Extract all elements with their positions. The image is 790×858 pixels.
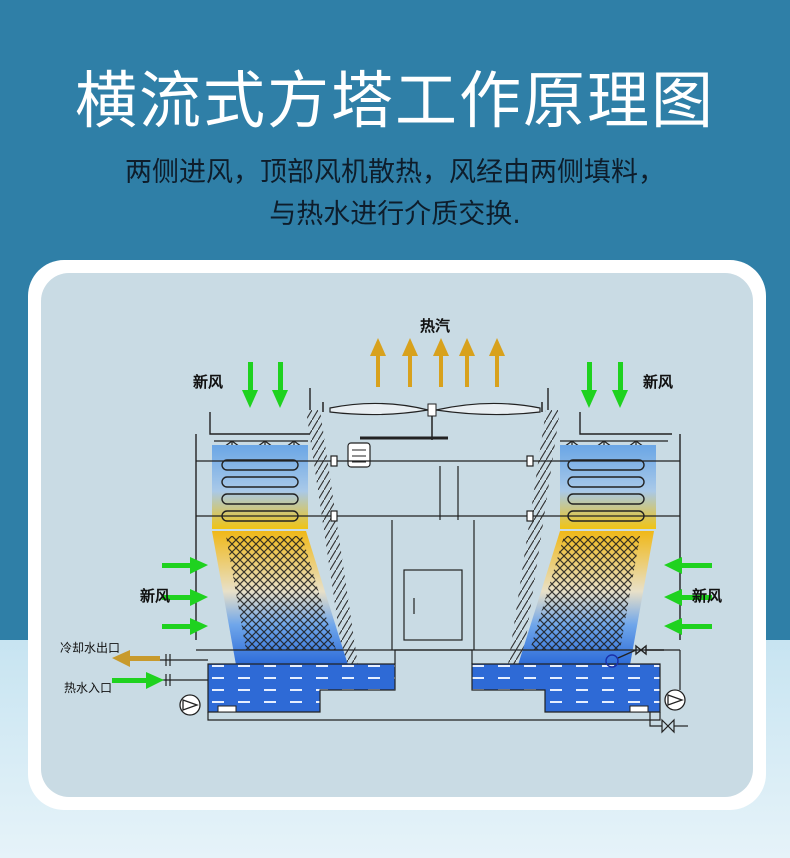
right-basin — [471, 663, 661, 713]
drain-valve — [649, 712, 688, 734]
fresh-air-side-arrows — [162, 557, 712, 635]
tower-frame — [195, 388, 681, 640]
basin-frame — [196, 649, 680, 721]
pump-left — [179, 694, 201, 716]
cooling-water-outlet-arrow — [112, 650, 160, 667]
right-fill-media — [530, 536, 640, 650]
inlet-outlet-pipes — [160, 650, 681, 690]
subtitle-line-2: 与热水进行介质交换. — [269, 199, 521, 230]
cooling-water-outlet-label: 冷却水出口 — [60, 641, 120, 655]
right-inner-wall — [508, 410, 560, 665]
page-title: 横流式方塔工作原理图 — [74, 64, 715, 137]
basin-drains — [217, 705, 649, 713]
hot-steam-label: 热汽 — [420, 317, 450, 335]
left-fill-media — [226, 536, 336, 650]
fresh-air-label-side-right: 新风 — [692, 587, 722, 605]
left-basin — [207, 663, 396, 713]
fan — [322, 402, 543, 468]
left-inner-wall — [306, 410, 358, 665]
pump-right — [664, 689, 686, 711]
subtitle-line-1: 两侧进风，顶部风机散热，风经由两侧填料， — [125, 157, 665, 188]
fresh-air-label-top-right: 新风 — [643, 373, 673, 391]
fresh-air-top-arrows — [242, 362, 628, 408]
fresh-air-label-side-left: 新风 — [140, 587, 170, 605]
pipe-flanges — [330, 455, 534, 522]
hot-water-inlet-arrow — [112, 672, 164, 689]
control-cabinet — [391, 466, 475, 650]
fresh-air-label-top-left: 新风 — [193, 373, 223, 391]
hot-water-inlet-label: 热水入口 — [64, 681, 112, 695]
float-valve — [605, 644, 664, 668]
steam-arrows — [370, 338, 505, 387]
header-pipes — [196, 460, 680, 517]
